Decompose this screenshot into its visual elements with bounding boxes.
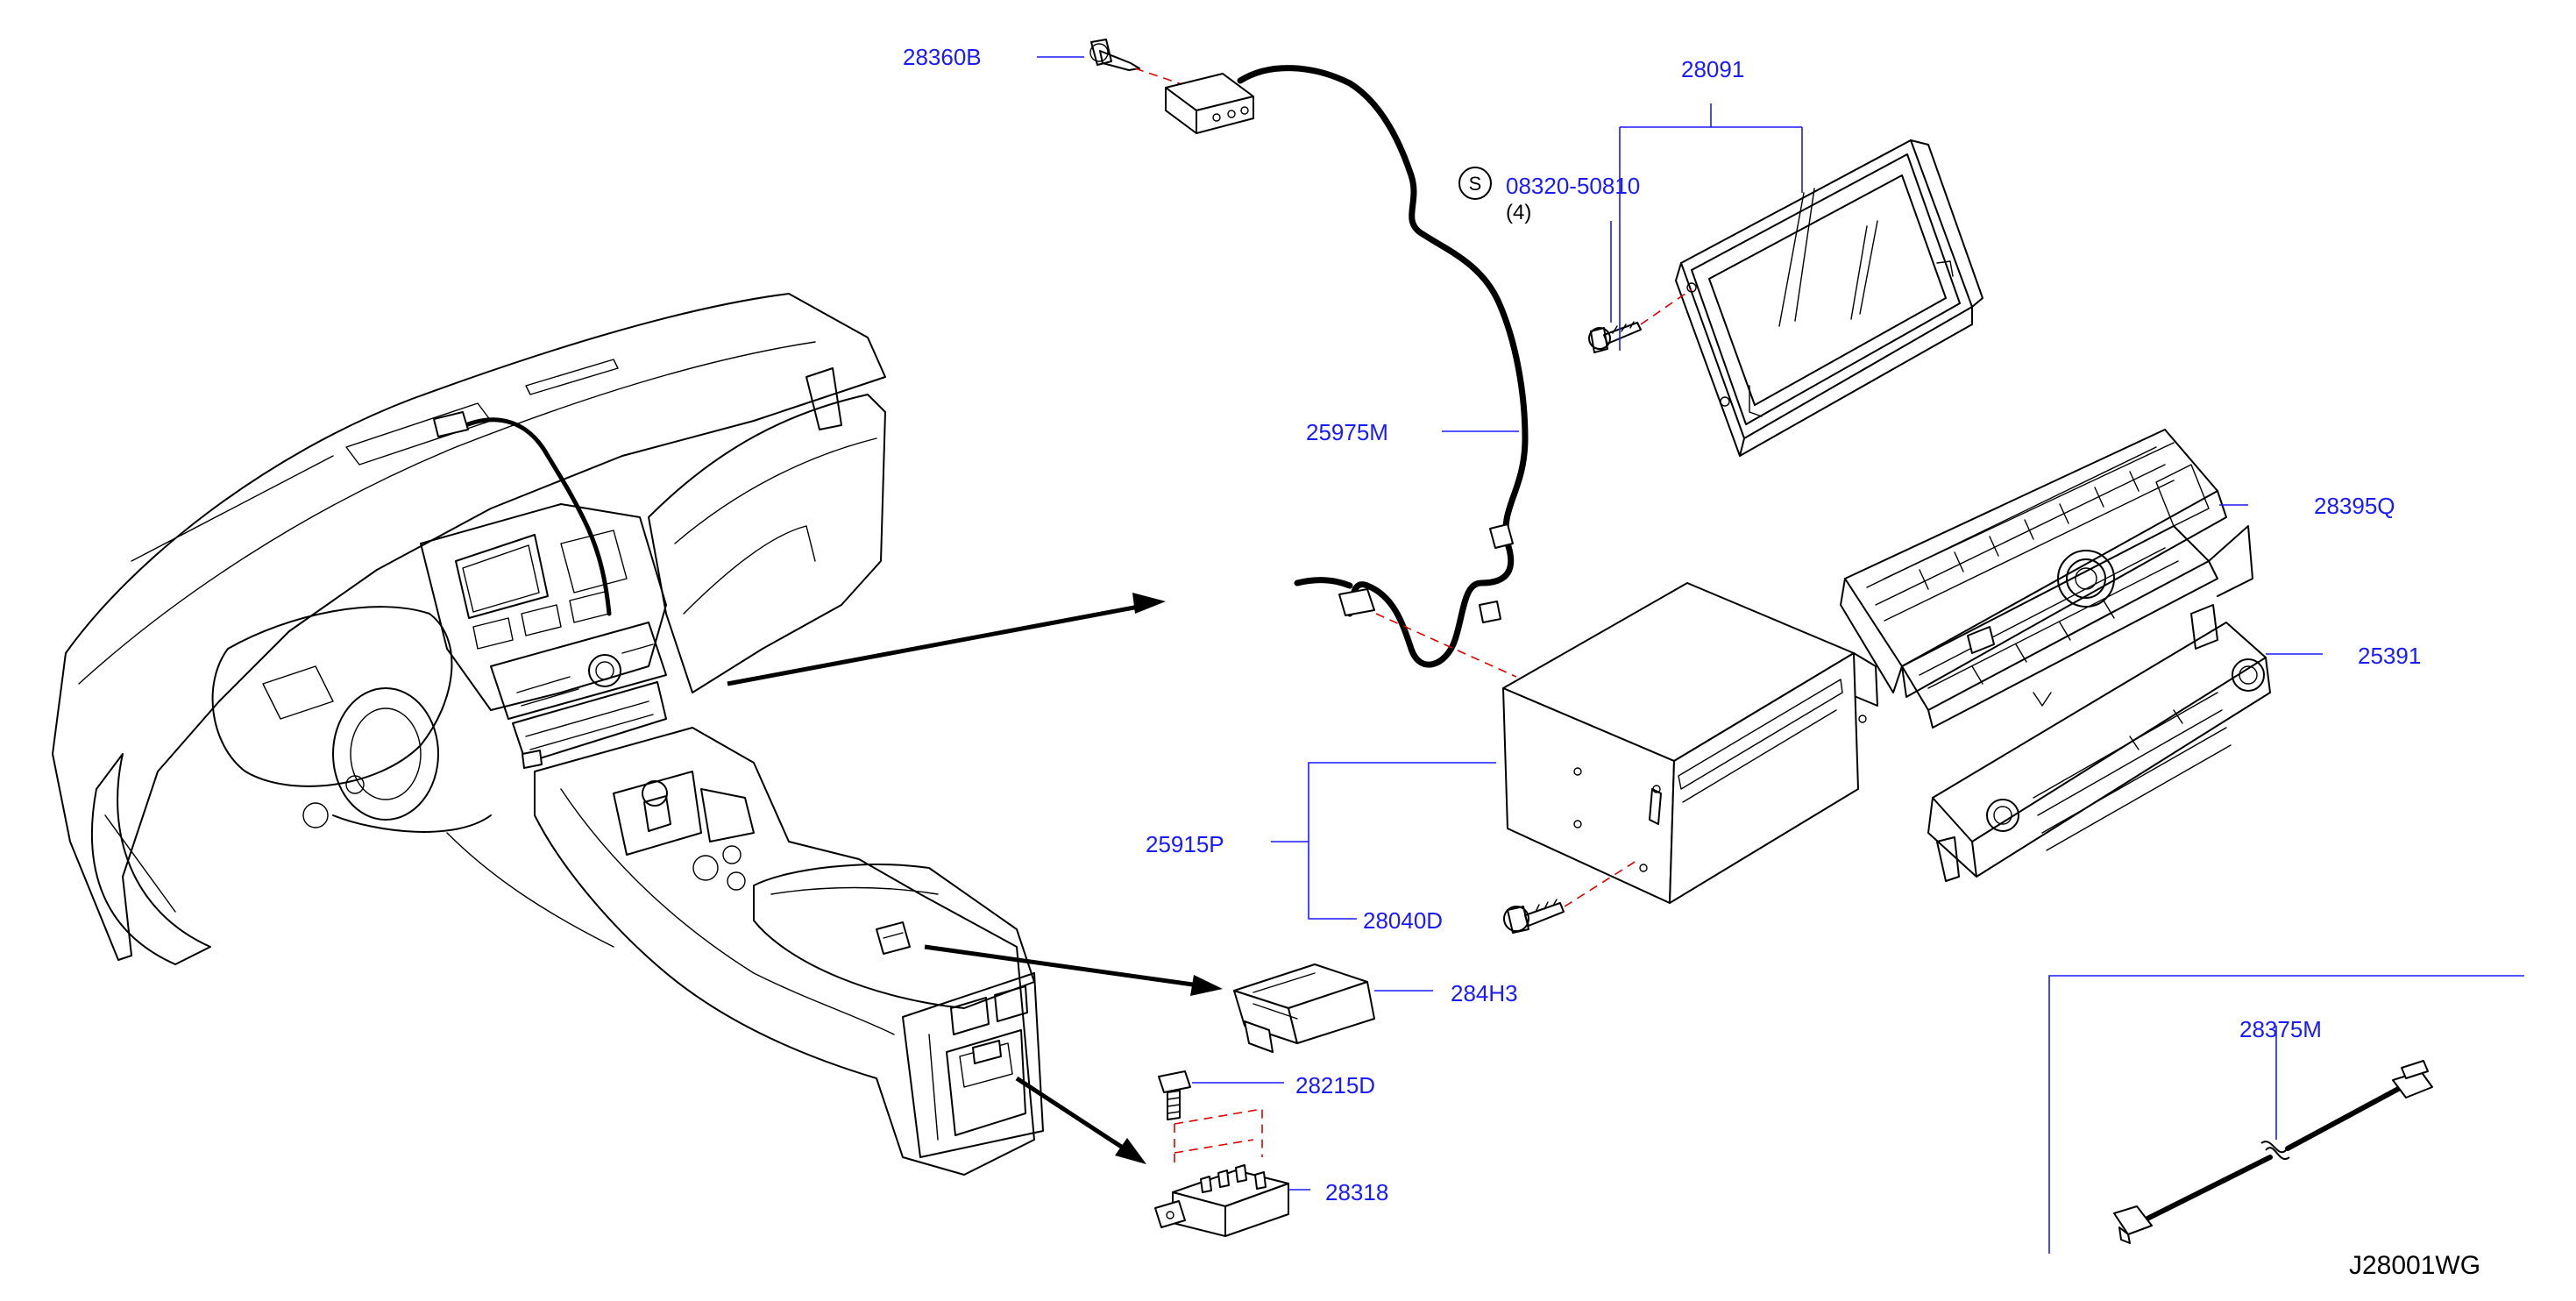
leader-28091 (1619, 103, 1803, 351)
label-28091: 28091 (1681, 56, 1744, 82)
screw-28040D (1503, 899, 1565, 934)
symbol-s-label: S (1469, 173, 1482, 195)
part-25391-finisher (1927, 604, 2271, 882)
part-28395Q-control-panel (1840, 429, 2253, 729)
part-28375M-harness (2113, 1060, 2433, 1244)
inset-frame (2048, 975, 2524, 1254)
label-28395Q: 28395Q (2314, 493, 2395, 519)
part-28091-display (1675, 139, 1983, 457)
part-25975M-harness (1237, 65, 1529, 668)
label-28040D: 28040D (1363, 907, 1443, 934)
leader-25915P (1271, 762, 1496, 920)
label-08320-50810: 08320-50810 (1506, 173, 1640, 199)
pointer-arrows (727, 593, 1223, 1164)
label-25915P: 25915P (1146, 831, 1224, 857)
label-284H3: 284H3 (1451, 980, 1518, 1006)
label-28375M: 28375M (2239, 1016, 2322, 1042)
label-28318: 28318 (1325, 1179, 1388, 1205)
dashboard-illustration (52, 293, 1044, 1176)
symbol-s: S (1458, 167, 1492, 200)
diagram-code: J28001WG (2349, 1251, 2480, 1280)
part-284H3-switch (1233, 963, 1375, 1053)
part-28360B-screw (1089, 39, 1140, 71)
part-28215D-bolt (1158, 1070, 1191, 1120)
label-25975M: 25975M (1306, 419, 1388, 445)
connector-top (1165, 73, 1254, 134)
label-08320-quantity: (4) (1506, 201, 1531, 224)
label-28360B: 28360B (903, 44, 982, 70)
label-25391: 25391 (2358, 643, 2421, 669)
part-28318-relay (1154, 1164, 1289, 1237)
screw-08320 (1588, 321, 1642, 353)
label-28215D: 28215D (1295, 1072, 1375, 1098)
part-25915P-av-unit (1502, 582, 1878, 904)
